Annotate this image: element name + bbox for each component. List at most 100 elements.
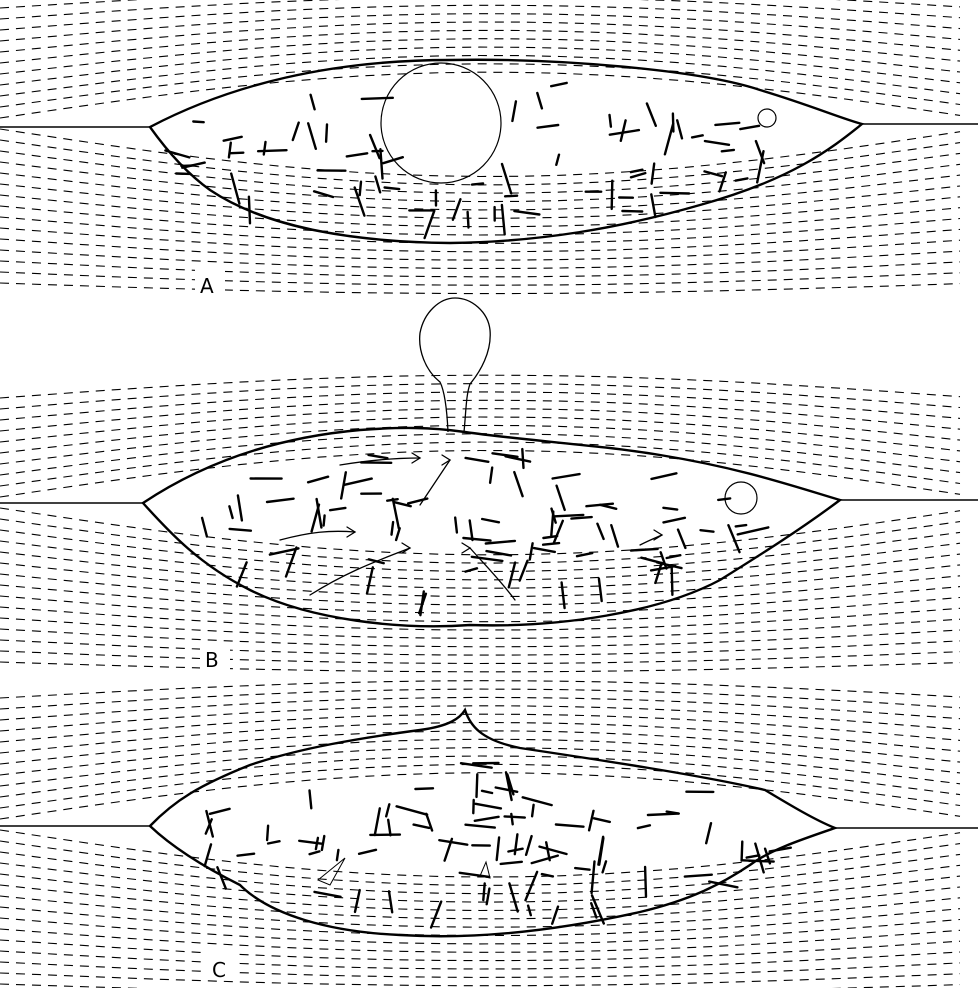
granule xyxy=(460,379,462,381)
particle-mark xyxy=(367,567,373,593)
granule xyxy=(450,396,452,398)
particle-mark xyxy=(648,814,679,815)
flow-arrow xyxy=(280,531,355,540)
particle-mark xyxy=(722,150,734,151)
particle-mark xyxy=(476,804,501,809)
granule xyxy=(460,379,463,382)
hatch-line xyxy=(0,852,960,894)
hatch-line xyxy=(0,140,960,185)
particle-mark xyxy=(359,850,376,854)
particle-mark xyxy=(496,788,518,792)
particle-mark xyxy=(181,165,193,166)
particle-mark xyxy=(385,188,400,190)
hatch-line xyxy=(0,764,960,808)
particle-mark xyxy=(397,806,428,814)
panel-c xyxy=(0,710,978,936)
particle-mark xyxy=(672,567,673,595)
flow-arrowhead xyxy=(462,543,470,553)
particle-mark xyxy=(224,137,242,141)
particle-mark xyxy=(415,788,433,789)
particle-mark xyxy=(502,164,511,193)
particle-mark xyxy=(738,527,769,534)
particle-mark xyxy=(631,170,643,172)
particle-mark xyxy=(347,153,367,156)
particle-mark xyxy=(308,477,328,483)
particle-mark xyxy=(497,837,499,860)
particle-mark xyxy=(621,120,626,140)
particle-mark xyxy=(715,123,739,125)
hatch-line xyxy=(0,940,960,961)
particle-mark xyxy=(231,174,239,204)
particle-mark xyxy=(663,508,677,510)
granule xyxy=(458,398,461,401)
particle-mark xyxy=(526,836,532,855)
hatch-line xyxy=(0,39,960,74)
particle-mark xyxy=(532,805,534,817)
particle-mark xyxy=(472,184,483,185)
particle-mark xyxy=(538,125,559,128)
particle-mark xyxy=(530,543,533,559)
particle-mark xyxy=(388,820,390,836)
panel-a-particle-marks xyxy=(165,83,764,238)
particle-mark xyxy=(375,808,380,835)
particle-mark xyxy=(543,543,559,545)
particle-mark xyxy=(210,809,230,814)
particle-mark xyxy=(652,164,655,184)
particle-mark xyxy=(631,173,645,177)
particle-mark xyxy=(396,528,400,540)
particle-mark xyxy=(677,120,682,138)
hatch-line xyxy=(0,541,960,580)
hatch-line xyxy=(0,451,960,498)
hatch-line xyxy=(0,596,960,622)
panel-b xyxy=(0,298,978,626)
granule xyxy=(456,389,459,392)
hatch-line xyxy=(0,442,960,486)
particle-mark xyxy=(528,906,531,916)
granule xyxy=(449,379,452,382)
particle-mark xyxy=(380,149,382,178)
particle-mark xyxy=(229,143,231,158)
granule xyxy=(458,373,461,376)
particle-mark xyxy=(465,568,477,571)
particle-mark xyxy=(267,499,294,502)
particle-mark xyxy=(534,548,555,552)
particle-mark xyxy=(667,555,681,558)
particle-mark xyxy=(463,538,490,541)
granule xyxy=(450,372,453,375)
particle-mark xyxy=(482,519,499,522)
hatch-line xyxy=(0,47,960,85)
particle-mark xyxy=(552,907,558,924)
particle-mark xyxy=(193,122,203,123)
hatch-line xyxy=(0,841,960,885)
particle-mark xyxy=(468,212,469,228)
particle-mark xyxy=(736,525,747,526)
particle-mark xyxy=(387,499,398,501)
particle-mark xyxy=(514,472,522,496)
particle-mark xyxy=(571,517,591,519)
granule xyxy=(459,376,463,380)
particle-mark xyxy=(511,814,512,824)
particle-mark xyxy=(705,141,729,145)
particle-mark xyxy=(652,473,677,479)
hatch-line xyxy=(0,425,960,464)
panel-label-b: B xyxy=(205,648,219,672)
particle-mark xyxy=(310,791,312,809)
hatch-line xyxy=(0,973,960,986)
hatch-line xyxy=(0,739,960,775)
hatch-line xyxy=(0,72,960,118)
particle-mark xyxy=(509,563,515,588)
panel-a-large-sphere xyxy=(381,63,501,183)
particle-mark xyxy=(487,889,490,905)
particle-mark xyxy=(505,816,525,817)
particle-mark xyxy=(592,861,595,893)
granule xyxy=(465,384,468,387)
particle-mark xyxy=(589,811,593,831)
particle-mark xyxy=(360,182,361,195)
hatch-line xyxy=(0,519,960,563)
particle-mark xyxy=(611,525,618,546)
particle-mark xyxy=(238,495,242,520)
hatch-line xyxy=(0,375,960,398)
particle-mark xyxy=(740,126,759,129)
cavity-interior-mask xyxy=(150,710,835,936)
